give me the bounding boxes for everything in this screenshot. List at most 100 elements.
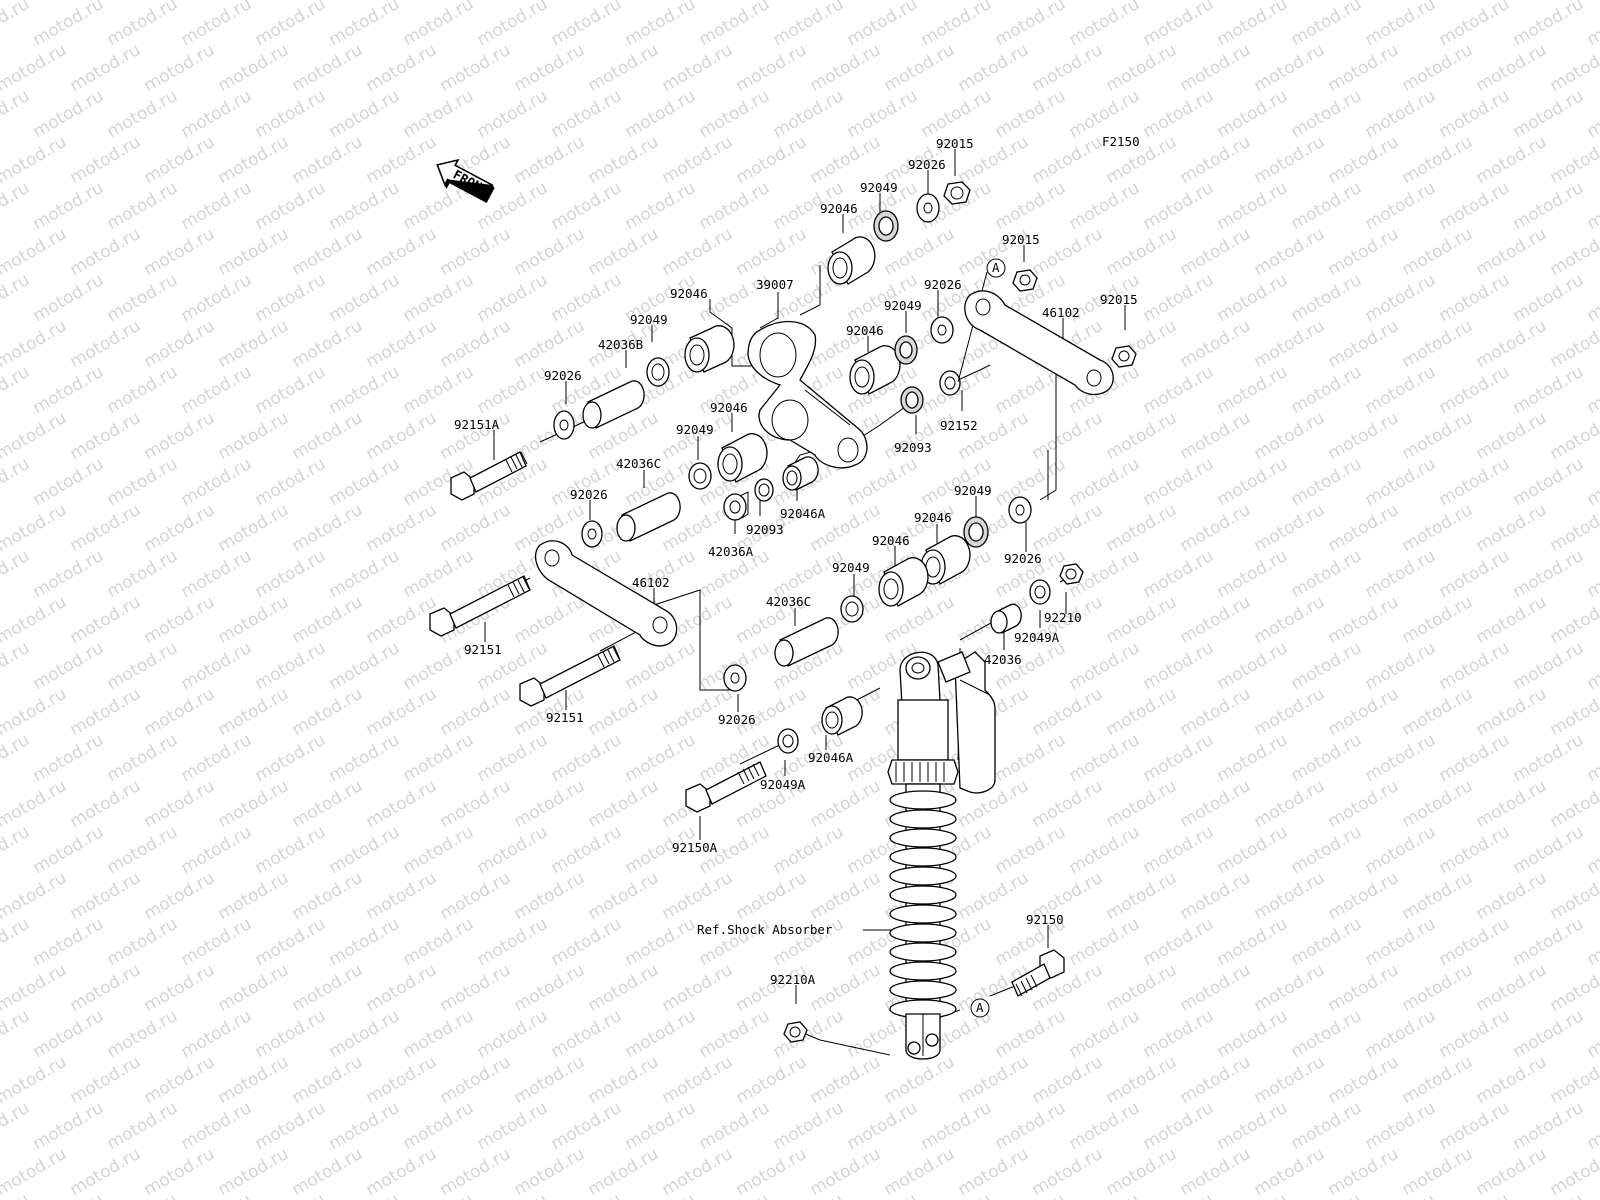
watermark-text: motod.ru xyxy=(1140,86,1218,142)
watermark-text: motod.ru xyxy=(215,500,293,556)
watermark-text: motod.ru xyxy=(992,178,1070,234)
part-label: 92046A xyxy=(808,750,854,765)
watermark-text: motod.ru xyxy=(1362,0,1440,50)
watermark-text: motod.ru xyxy=(1288,730,1366,786)
watermark-text: motod.ru xyxy=(178,362,256,418)
watermark-text: motod.ru xyxy=(289,1144,367,1200)
watermark-text: motod.ru xyxy=(437,684,515,740)
watermark-text: motod.ru xyxy=(1066,1006,1144,1062)
watermark-text: motod.ru xyxy=(326,178,404,234)
watermark-text: motod.ru xyxy=(585,684,663,740)
watermark-text: motod.ru xyxy=(437,500,515,556)
spring-coil xyxy=(889,790,957,810)
watermark-text: motod.ru xyxy=(1473,776,1551,832)
watermark-text: motod.ru xyxy=(1177,684,1255,740)
watermark-text: motod.ru xyxy=(326,914,404,970)
watermark-text: motod.ru xyxy=(104,178,182,234)
watermark-text: motod.ru xyxy=(215,408,293,464)
part-label: 42036C xyxy=(766,594,811,609)
watermark-text: motod.ru xyxy=(1066,914,1144,970)
watermark-text: motod.ru xyxy=(326,822,404,878)
watermark-text: motod.ru xyxy=(437,0,515,4)
watermark-text: motod.ru xyxy=(67,1052,145,1108)
watermark-text: motod.ru xyxy=(1584,730,1600,786)
watermark-text: motod.ru xyxy=(252,730,330,786)
watermark-text: motod.ru xyxy=(215,0,293,4)
watermark-text: motod.ru xyxy=(1584,86,1600,142)
watermark-text: motod.ru xyxy=(474,1098,552,1154)
watermark-text: motod.ru xyxy=(1214,822,1292,878)
watermark-text: motod.ru xyxy=(0,316,70,372)
seal-92093-left xyxy=(754,478,774,502)
watermark-text: motod.ru xyxy=(104,1006,182,1062)
watermark-text: motod.ru xyxy=(992,454,1070,510)
watermark-text: motod.ru xyxy=(1029,0,1107,4)
watermark-text: motod.ru xyxy=(1510,1006,1588,1062)
watermark-text: motod.ru xyxy=(1473,1144,1551,1200)
watermark-text: motod.ru xyxy=(215,132,293,188)
watermark-text: motod.ru xyxy=(67,776,145,832)
watermark-text: motod.ru xyxy=(215,960,293,1016)
part-label: 92026 xyxy=(924,277,962,292)
watermark-text: motod.ru xyxy=(881,1144,959,1200)
watermark-text: motod.ru xyxy=(1214,0,1292,50)
watermark-text: motod.ru xyxy=(474,0,552,50)
bolt-92151-upper xyxy=(429,575,531,637)
watermark-text: motod.ru xyxy=(1066,0,1144,50)
watermark-text: motod.ru xyxy=(30,914,108,970)
collar-42036 xyxy=(990,603,1022,634)
watermark-text: motod.ru xyxy=(1066,1190,1144,1200)
part-label: 92046 xyxy=(846,323,884,338)
watermark-text: motod.ru xyxy=(1140,362,1218,418)
watermark-text: motod.ru xyxy=(1362,546,1440,602)
watermark-text: motod.ru xyxy=(1325,868,1403,924)
watermark-text: motod.ru xyxy=(104,730,182,786)
watermark-text: motod.ru xyxy=(1436,86,1514,142)
watermark-text: motod.ru xyxy=(289,316,367,372)
watermark-text: motod.ru xyxy=(1288,178,1366,234)
seal-92049-middle xyxy=(688,462,712,490)
watermark-text: motod.ru xyxy=(1177,0,1255,4)
part-label: 92049 xyxy=(884,298,922,313)
watermark-text: motod.ru xyxy=(0,1052,70,1108)
watermark-text: motod.ru xyxy=(400,546,478,602)
watermark-text: motod.ru xyxy=(400,0,478,50)
watermark-text: motod.ru xyxy=(1140,730,1218,786)
watermark-text: motod.ru xyxy=(400,1190,478,1200)
collar-92049A-right xyxy=(1029,579,1051,605)
watermark-text: motod.ru xyxy=(141,224,219,280)
part-labels: 92015 92026 92049 92046 92015 39007 9204… xyxy=(454,136,1138,987)
watermark-text: motod.ru xyxy=(326,730,404,786)
watermark-text: motod.ru xyxy=(400,1006,478,1062)
watermark-text: motod.ru xyxy=(178,86,256,142)
watermark-text: motod.ru xyxy=(1103,500,1181,556)
watermark-text: motod.ru xyxy=(178,454,256,510)
watermark-text: motod.ru xyxy=(289,960,367,1016)
watermark-text: motod.ru xyxy=(474,914,552,970)
watermark-text: motod.ru xyxy=(1436,1098,1514,1154)
watermark-text: motod.ru xyxy=(326,638,404,694)
watermark-text: motod.ru xyxy=(992,1006,1070,1062)
watermark-text: motod.ru xyxy=(622,1006,700,1062)
watermark-text: motod.ru xyxy=(1436,546,1514,602)
watermark-text: motod.ru xyxy=(1288,270,1366,326)
part-label: 92015 xyxy=(936,136,974,151)
watermark-text: motod.ru xyxy=(1140,270,1218,326)
watermark-text: motod.ru xyxy=(1584,638,1600,694)
watermark-text: motod.ru xyxy=(1436,362,1514,418)
part-label: 92093 xyxy=(894,440,932,455)
watermark-text: motod.ru xyxy=(881,1052,959,1108)
watermark-text: motod.ru xyxy=(67,316,145,372)
watermark-text: motod.ru xyxy=(1177,40,1255,96)
watermark-text: motod.ru xyxy=(1584,822,1600,878)
watermark-text: motod.ru xyxy=(1584,362,1600,418)
watermark-text: motod.ru xyxy=(1103,868,1181,924)
watermark-text: motod.ru xyxy=(992,1098,1070,1154)
part-label: 92049 xyxy=(832,560,870,575)
watermark-text: motod.ru xyxy=(104,638,182,694)
watermark-text: motod.ru xyxy=(1473,500,1551,556)
watermark-text: motod.ru xyxy=(696,0,774,50)
watermark-text: motod.ru xyxy=(1584,0,1600,50)
watermark-text: motod.ru xyxy=(1140,454,1218,510)
